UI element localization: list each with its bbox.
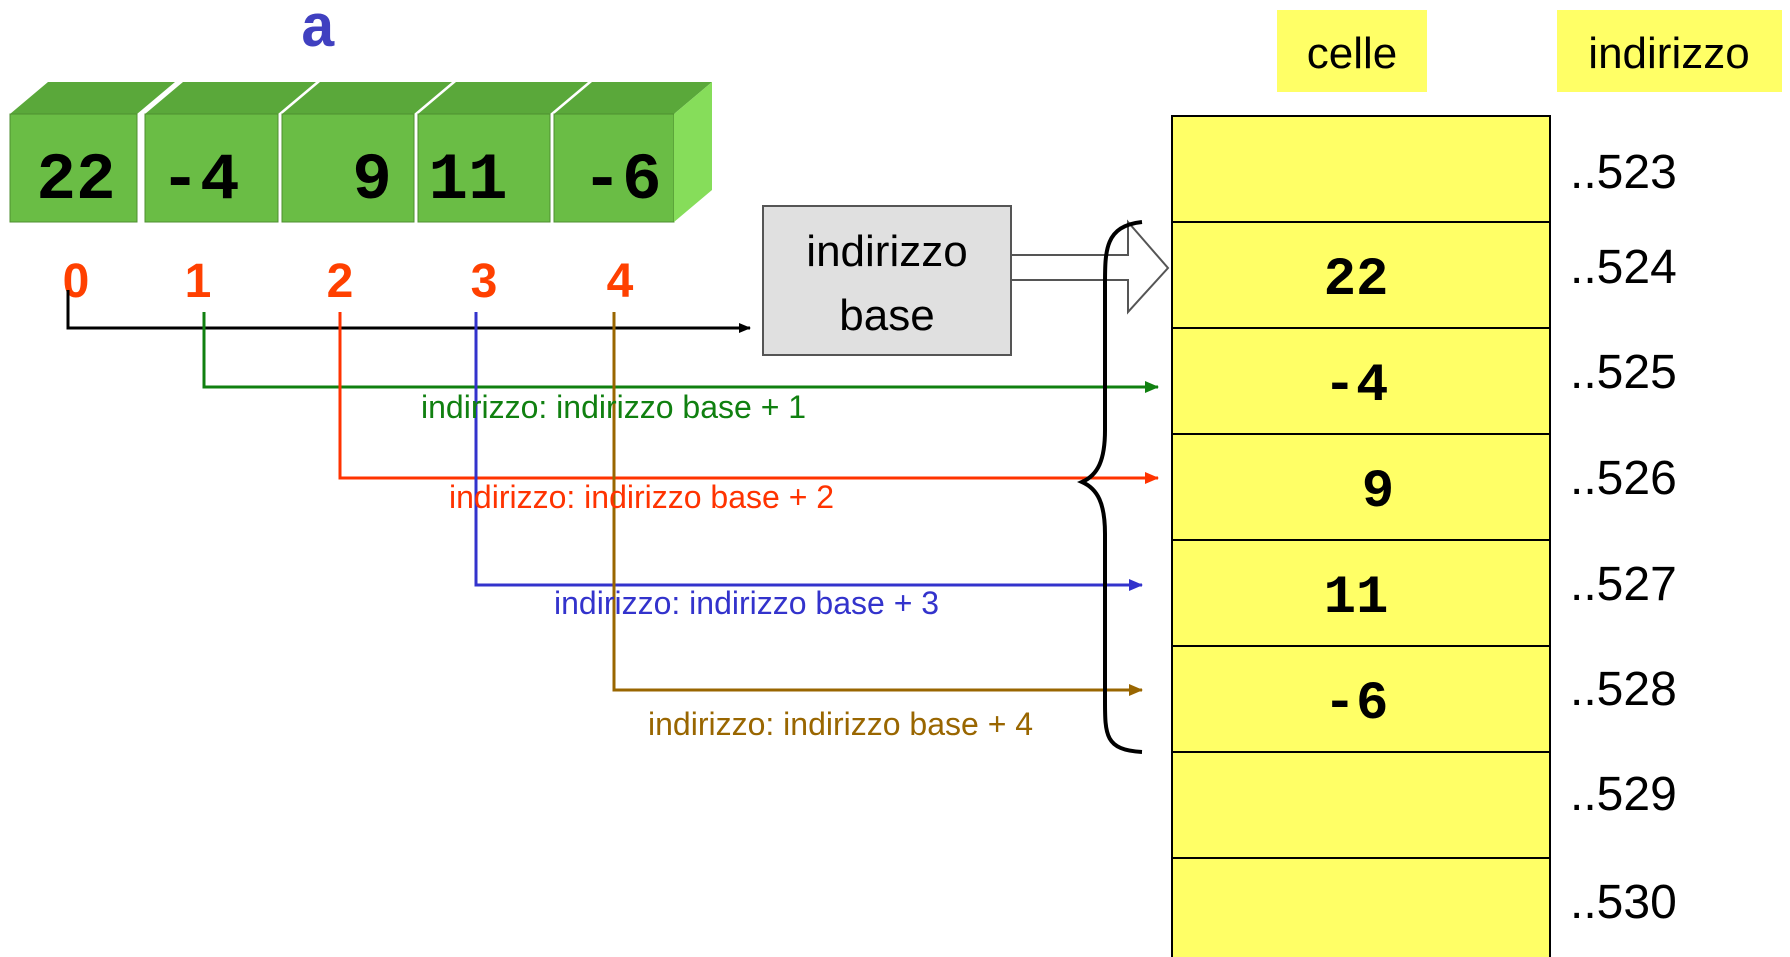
array-value: -6 (582, 143, 661, 218)
memory-cell (1171, 433, 1551, 541)
base-address-arrow (1010, 219, 1170, 315)
array-cell (144, 82, 316, 223)
offset-label: indirizzo: indirizzo base + 3 (554, 585, 939, 621)
memory-cell (1171, 327, 1551, 435)
offset-label: indirizzo: indirizzo base + 4 (648, 706, 1033, 742)
array-index: 1 (185, 255, 212, 308)
memory-cell-value: 22 (1324, 250, 1389, 311)
array-cell-side (674, 82, 712, 222)
array-value: 22 (36, 143, 115, 218)
memory-address: ..525 (1570, 346, 1677, 399)
memory-address: ..527 (1570, 558, 1677, 611)
array-cell-top (10, 82, 175, 114)
array-cell-front (281, 113, 415, 223)
array-cell-top (145, 82, 316, 114)
memory-cell (1171, 857, 1551, 957)
array-cell (417, 82, 588, 223)
offset-label: indirizzo: indirizzo base + 2 (449, 479, 834, 515)
array-cell-front (144, 113, 279, 223)
array-cell-top (282, 82, 452, 114)
address-header-bg (1557, 10, 1782, 92)
memory-cell-value: 9 (1362, 462, 1394, 523)
memory-cell (1171, 645, 1551, 753)
base-address-line2: base (839, 291, 934, 340)
index-4-arrow (612, 312, 1143, 696)
memory-cell (1171, 751, 1551, 859)
memory-cell-value: 11 (1324, 568, 1389, 629)
array-cell-front (553, 113, 675, 223)
memory-cells (1171, 115, 1551, 957)
array-cells (9, 82, 712, 223)
index-0-arrow (66, 290, 751, 333)
memory-cell (1171, 221, 1551, 329)
memory-cell (1171, 115, 1551, 223)
address-header: indirizzo (1588, 29, 1749, 78)
array-index: 4 (607, 255, 634, 308)
cells-header-bg (1277, 10, 1427, 92)
array-cell-front (417, 113, 551, 223)
index-1-arrow (202, 312, 1159, 393)
array-value: 11 (428, 143, 507, 218)
array-cell (553, 82, 712, 223)
offset-label: indirizzo: indirizzo base + 1 (421, 389, 806, 425)
array-cell (281, 82, 452, 223)
index-2-arrow (338, 312, 1159, 484)
base-address-box (762, 205, 1012, 356)
array-brace (1077, 220, 1143, 754)
array-index: 3 (471, 255, 498, 308)
memory-address: ..524 (1570, 241, 1677, 294)
memory-cell-value: -4 (1324, 356, 1389, 417)
array-value: -4 (160, 143, 239, 218)
array-name: a (300, 0, 336, 65)
array-cell-front (9, 113, 138, 223)
memory-address: ..523 (1570, 146, 1677, 199)
memory-cell-value: -6 (1324, 674, 1389, 735)
array-cell-top (554, 82, 712, 114)
index-3-arrow (474, 312, 1143, 591)
base-address-line1: indirizzo (806, 227, 967, 276)
memory-address: ..529 (1570, 768, 1677, 821)
memory-address: ..528 (1570, 663, 1677, 716)
memory-cell (1171, 539, 1551, 647)
array-cell (9, 82, 175, 223)
memory-address: ..526 (1570, 452, 1677, 505)
array-index: 2 (327, 255, 354, 308)
memory-address: ..530 (1570, 876, 1677, 929)
array-cell-top (418, 82, 588, 114)
cells-header: celle (1307, 29, 1398, 78)
array-value: 9 (352, 143, 392, 218)
